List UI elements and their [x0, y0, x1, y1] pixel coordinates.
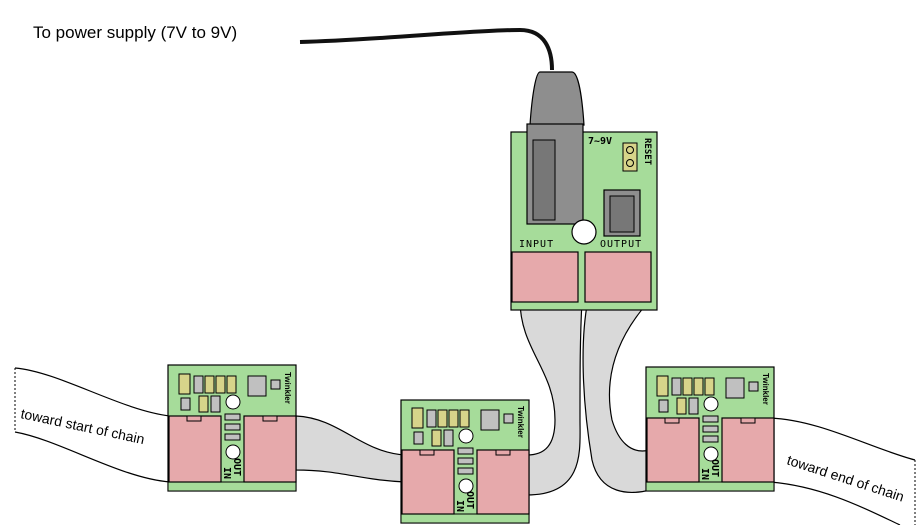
cable-injector-output	[582, 299, 652, 493]
module3-brand-label: Twinkler	[761, 373, 770, 405]
reset-label: RESET	[642, 138, 652, 166]
output-connector	[584, 251, 652, 303]
capacitor	[571, 219, 597, 245]
start-chain-ribbon	[14, 367, 171, 483]
input-connector	[511, 251, 579, 303]
module1-out-connector	[243, 415, 297, 483]
module2-out-connector	[476, 449, 530, 515]
end-chain-ribbon	[769, 417, 916, 526]
power-plug	[529, 71, 585, 126]
module2-in-connector	[401, 449, 455, 515]
module3-in-connector	[646, 417, 700, 483]
module2-out-label: OUT	[464, 491, 475, 509]
module1-in-connector	[168, 415, 222, 483]
module1-out-label: OUT	[231, 458, 242, 476]
module2-brand-label: Twinkler	[516, 406, 525, 438]
module3-in-label: IN	[699, 468, 710, 480]
module3-out-connector	[721, 417, 775, 483]
input-label: INPUT	[519, 239, 554, 250]
module1-brand-label: Twinkler	[283, 372, 292, 404]
cable-module1-to-module2	[295, 415, 406, 483]
twinkler-module-2: Twinkler IN OUT	[400, 399, 530, 524]
power-injector-board: 7~9V RESET INPUT OUTPUT	[510, 71, 658, 311]
module1-in-label: IN	[221, 467, 232, 479]
power-supply-label: To power supply (7V to 9V)	[33, 23, 237, 42]
twinkler-module-1: Twinkler IN OUT	[167, 364, 297, 492]
twinkler-module-3: Twinkler IN OUT	[645, 366, 775, 492]
module3-out-label: OUT	[709, 459, 720, 477]
cable-injector-input	[519, 299, 583, 496]
power-cable	[299, 27, 554, 71]
voltage-label: 7~9V	[588, 136, 612, 147]
module2-in-label: IN	[454, 500, 465, 512]
output-label: OUTPUT	[600, 239, 642, 250]
